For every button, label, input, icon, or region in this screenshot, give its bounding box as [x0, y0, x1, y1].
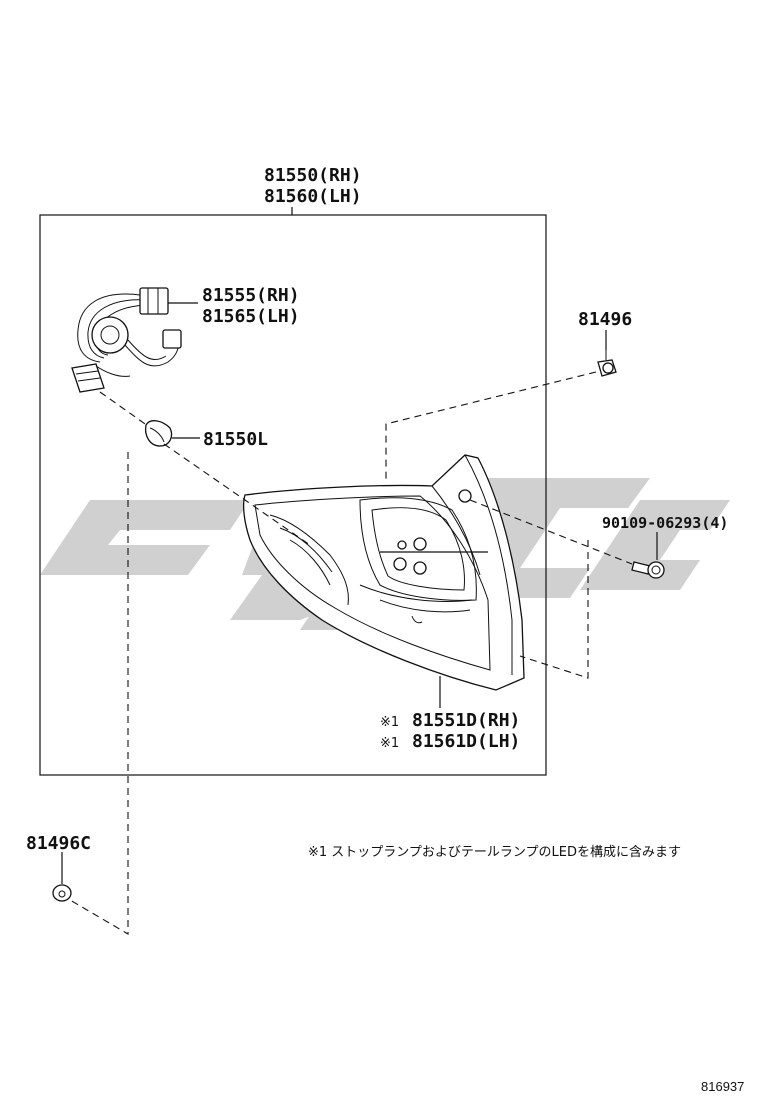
diagram-code: 816937 [701, 1079, 744, 1094]
lens-lh-label: 81561D(LH) [412, 731, 520, 752]
footnote-text: ※1 ストップランプおよびテールランプのLEDを構成に含みます [308, 844, 681, 860]
screw-label: 90109-06293(4) [602, 514, 728, 532]
socket-lh-label: 81565(LH) [202, 306, 300, 327]
assembly-rh-label: 81550(RH) [264, 165, 362, 186]
bulb-label: 81550L [203, 429, 268, 450]
lens-rh-label: 81551D(RH) [412, 710, 520, 731]
lens-rh-mark: ※1 [380, 715, 399, 730]
socket-rh-label: 81555(RH) [202, 285, 300, 306]
bulb-part [144, 420, 173, 447]
assembly-frame [39, 214, 547, 776]
socket-wire-part [71, 287, 182, 393]
clip-top-label: 81496 [578, 309, 632, 330]
screw-part [631, 561, 665, 579]
lens-part [243, 454, 525, 691]
clip-bottom-label: 81496C [26, 833, 91, 854]
lens-lh-mark: ※1 [380, 736, 399, 751]
clip-bottom-part [52, 884, 72, 902]
clip-top-part [597, 350, 617, 377]
assembly-lh-label: 81560(LH) [264, 186, 362, 207]
